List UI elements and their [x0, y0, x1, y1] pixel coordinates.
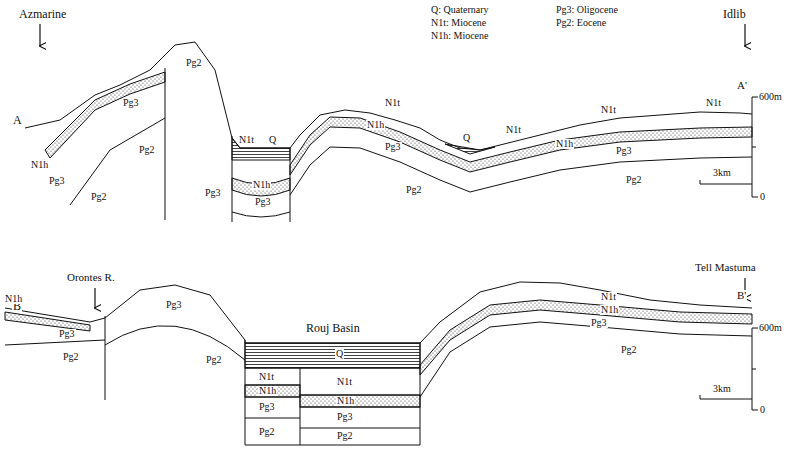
map-label: Pg2 — [625, 175, 643, 185]
map-label: 600m — [758, 92, 783, 102]
map-label: N1h — [336, 396, 355, 406]
map-label: 3km — [712, 384, 732, 394]
map-label: Q — [462, 133, 471, 143]
map-label: Q — [268, 135, 277, 145]
map-label: Orontes R. — [66, 272, 116, 283]
map-label: N1h — [600, 305, 619, 315]
map-label: Pg2 — [205, 355, 223, 365]
map-label: N1t — [336, 377, 353, 387]
map-label: Pg3 — [48, 176, 66, 186]
map-label: N1t — [258, 372, 275, 382]
map-label: N1h — [258, 386, 277, 396]
map-label: N1t — [384, 98, 401, 108]
map-label: N1t — [600, 105, 617, 115]
map-label: Pg2 — [138, 145, 156, 155]
map-label: B' — [736, 290, 747, 301]
map-label: Pg3 — [254, 197, 272, 207]
map-label: N1h: Miocene — [430, 31, 490, 41]
map-label: Pg2 — [185, 58, 203, 68]
map-label: Pg3 — [615, 146, 633, 156]
map-label: Tell Mastuma — [694, 262, 757, 273]
map-label: A — [12, 114, 23, 126]
map-label: Pg2 — [620, 345, 638, 355]
map-label: Pg3 — [384, 142, 402, 152]
map-label: N1t — [505, 125, 522, 135]
map-label: Pg2: Eocene — [555, 18, 607, 28]
map-label: Pg2 — [258, 427, 276, 437]
map-label: Pg3 — [336, 412, 354, 422]
map-label: 0 — [759, 405, 766, 415]
map-label: Pg3 — [258, 402, 276, 412]
map-label: Pg3 — [165, 300, 183, 310]
map-label: 600m — [758, 323, 783, 333]
map-label: N1t — [238, 135, 255, 145]
map-label: Pg3 — [590, 318, 608, 328]
map-label: Idlib — [722, 8, 747, 20]
map-label: N1h — [366, 120, 385, 130]
map-label: Pg2 — [62, 352, 80, 362]
map-label: A' — [736, 80, 748, 91]
map-label: Q: Quaternary — [430, 5, 489, 15]
map-label: Rouj Basin — [305, 322, 361, 334]
map-label: Q — [335, 349, 344, 359]
map-label: Pg3: Oligocene — [555, 5, 619, 15]
map-label: Pg2 — [405, 185, 423, 195]
map-label: N1h — [4, 294, 23, 304]
map-label: Pg2 — [336, 431, 354, 441]
map-label: N1h — [252, 180, 271, 190]
map-label: N1t — [705, 98, 722, 108]
map-label: Pg3 — [58, 329, 76, 339]
map-label: N1h — [30, 160, 49, 170]
map-label: N1t — [600, 292, 617, 302]
map-label: N1h — [555, 139, 574, 149]
map-label: Azmarine — [18, 8, 67, 20]
map-label: 0 — [759, 192, 766, 202]
map-label: Pg2 — [90, 192, 108, 202]
map-label: 3km — [712, 168, 732, 178]
map-label: Pg3 — [122, 98, 140, 108]
map-label: Pg3 — [204, 188, 222, 198]
map-label: N1t: Miocene — [430, 18, 487, 28]
